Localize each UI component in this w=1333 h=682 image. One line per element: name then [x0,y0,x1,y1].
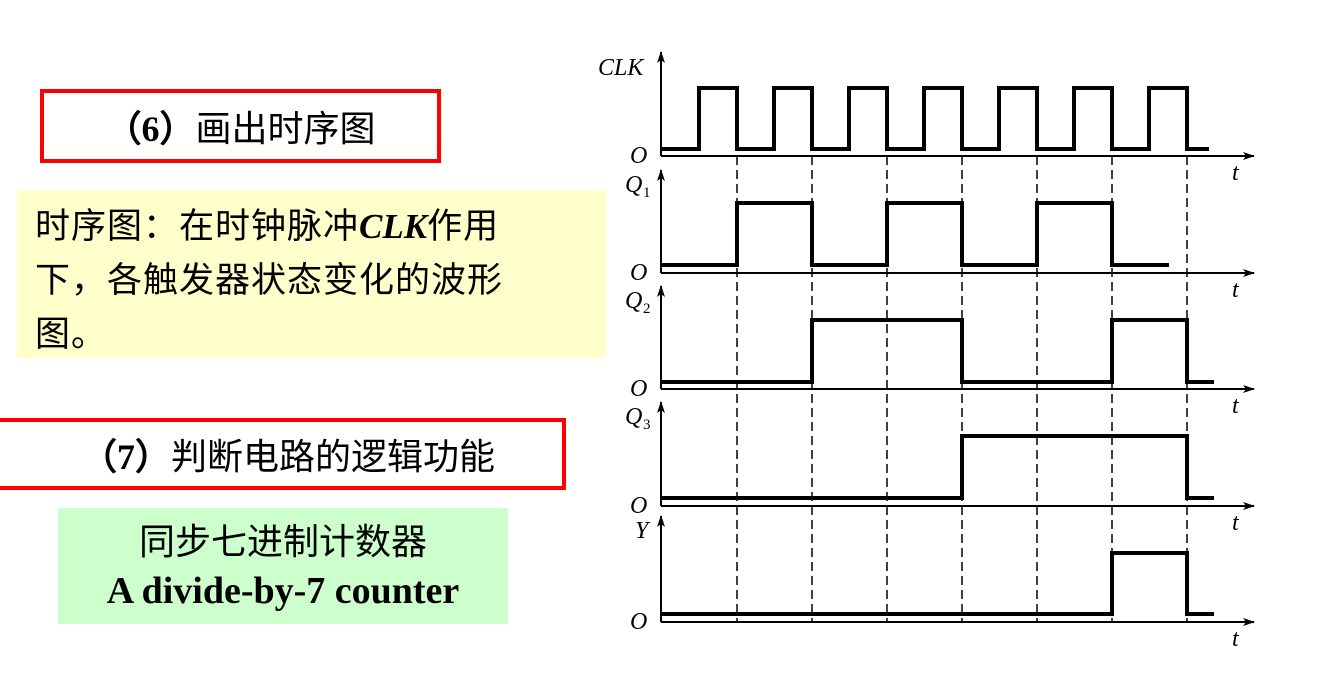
answer-english: A divide-by-7 counter [106,570,460,612]
section-7-heading: （7） 判断电路的逻辑功能 [0,418,566,490]
time-label: t [1232,277,1240,303]
section-6-heading: （6） 画出时序图 [40,89,441,163]
origin-label: O [630,143,647,169]
q1-label: Q [625,172,642,198]
clk-waveform [661,86,1209,151]
q1-subscript: 1 [643,185,651,201]
q3-label: Q [625,404,642,430]
q3-subscript: 3 [643,417,651,433]
time-label: t [1232,393,1240,419]
clk-label: CLK [598,55,645,81]
origin-label: O [630,609,647,635]
section-6-title: 画出时序图 [195,109,376,150]
y-waveform [661,551,1214,616]
q3-waveform [661,434,1214,500]
q1-waveform [661,201,1169,267]
definition-line-3: 图。 [35,315,108,355]
origin-label: O [630,493,647,519]
q2-waveform [661,318,1214,384]
clk-term: CLK [359,207,428,246]
time-label: t [1232,510,1240,536]
axes [657,51,1255,626]
definition-line-1: 时序图：在时钟脉冲CLK作用 [35,200,606,254]
origin-label: O [630,376,647,402]
section-7-title: 判断电路的逻辑功能 [171,437,496,478]
section-7-number: （7） [80,437,171,477]
y-label: Y [635,518,651,544]
origin-label: O [630,260,647,286]
q2-subscript: 2 [643,301,651,317]
section-6-number: （6） [105,109,196,149]
definition-text: 在时钟脉冲 [179,207,360,247]
answer-chinese: 同步七进制计数器 [138,522,427,563]
definition-box: 时序图：在时钟脉冲CLK作用 下，各触发器状态变化的波形 图。 [17,190,606,358]
definition-text: 作用 [427,207,500,247]
definition-term: 时序图： [35,207,180,247]
q2-label: Q [625,288,642,314]
time-label: t [1232,160,1240,186]
definition-line-2: 下，各触发器状态变化的波形 [35,261,504,301]
time-label: t [1232,626,1240,652]
answer-box: 同步七进制计数器 A divide-by-7 counter [58,508,508,624]
